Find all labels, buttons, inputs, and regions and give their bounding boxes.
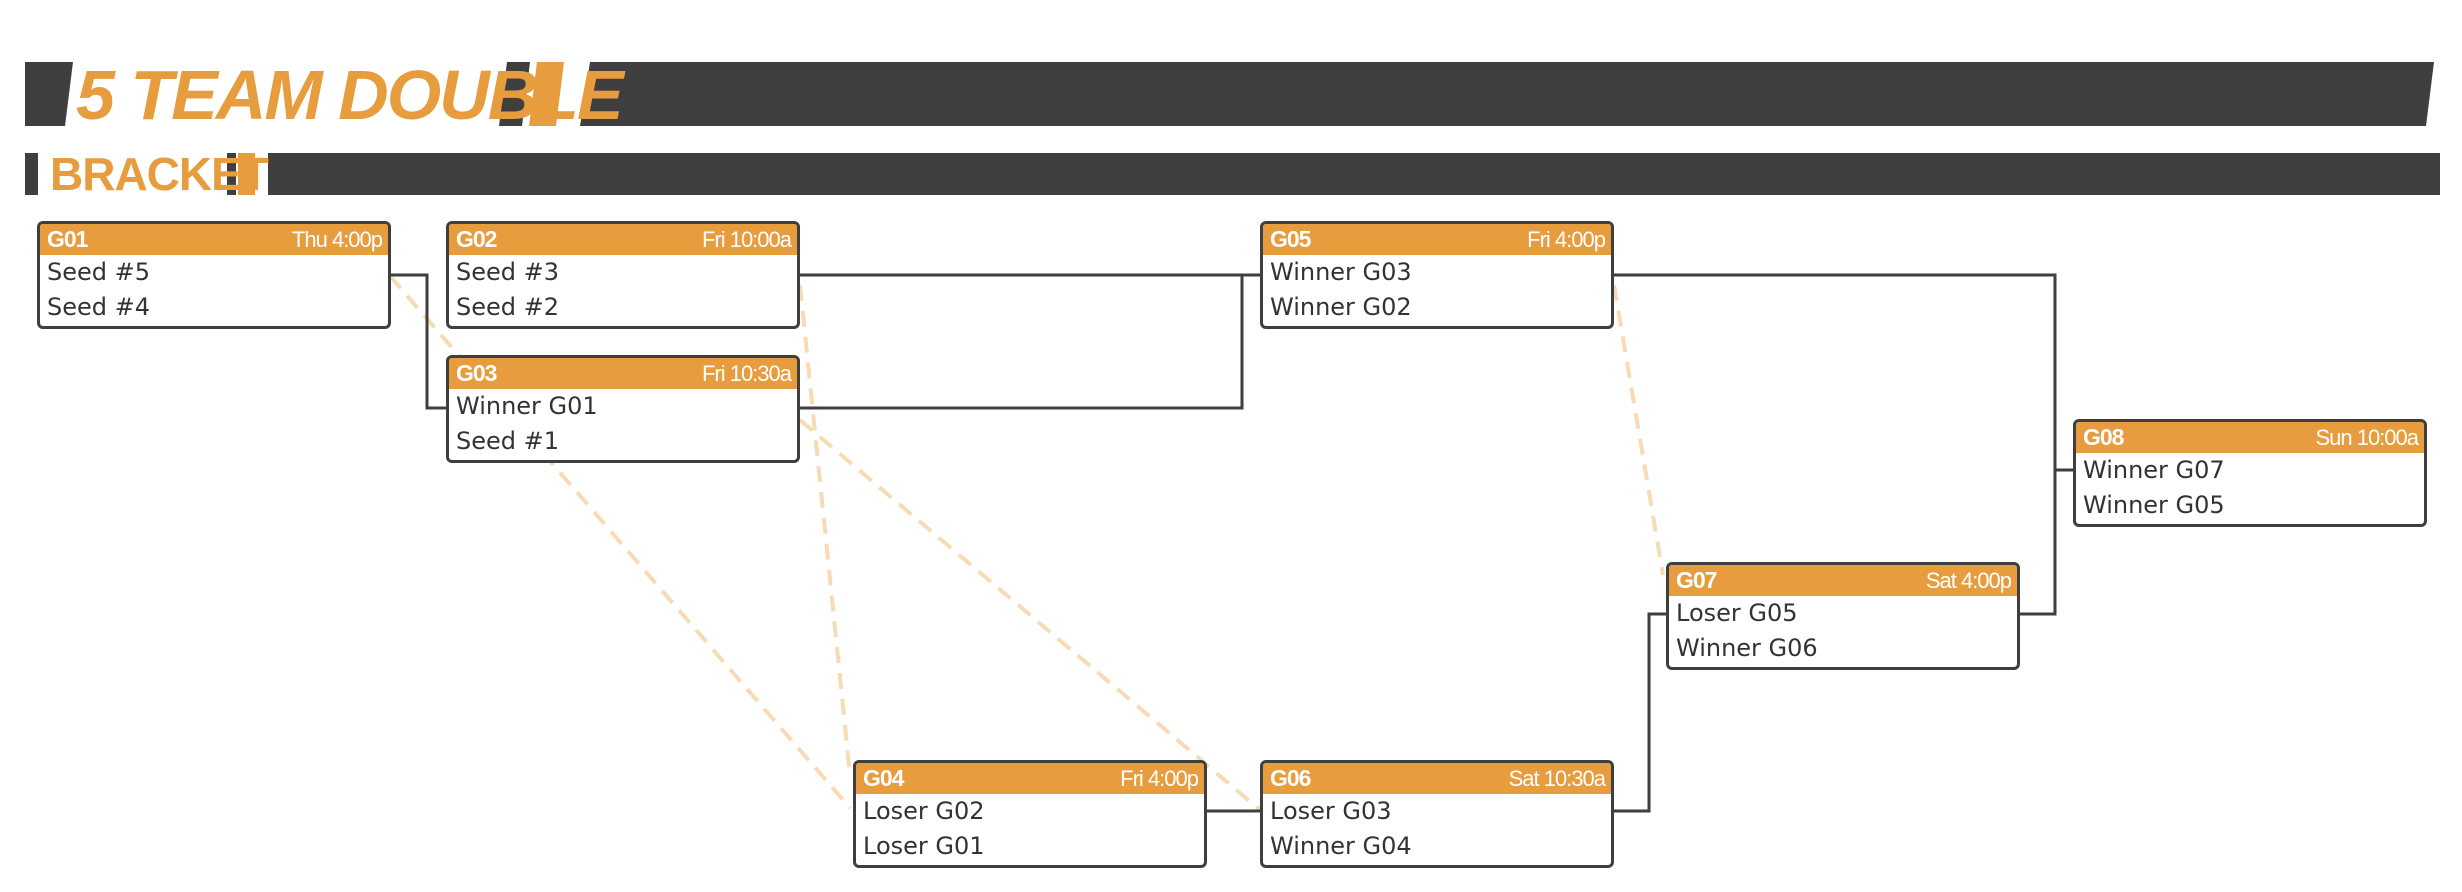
team-slot-top: Winner G03 [1270, 258, 1412, 286]
team-slot-bottom: Loser G01 [863, 832, 985, 860]
game-time: Thu 4:00p [291, 227, 383, 252]
team-slot-bottom: Winner G06 [1676, 634, 1818, 662]
title-banner-left-tab [25, 62, 73, 126]
team-slot-bottom: Seed #4 [47, 293, 151, 321]
team-slot-top: Winner G01 [456, 392, 598, 420]
game-card-g06: G06 Sat 10:30a Loser G03 Winner G04 [1260, 760, 1614, 868]
game-card-g04: G04 Fri 4:00p Loser G02 Loser G01 [853, 760, 1207, 868]
title-banner-accent-stripe [529, 62, 564, 126]
team-slot-bottom: Winner G04 [1270, 832, 1412, 860]
game-time: Fri 4:00p [1527, 227, 1606, 252]
line-g01-to-g03 [390, 273, 446, 410]
team-slot-top: Loser G02 [863, 797, 985, 825]
game-card-g08: G08 Sun 10:00a Winner G07 Winner G05 [2073, 419, 2427, 527]
team-slot-bottom: Seed #1 [456, 427, 560, 455]
game-header: G06 Sat 10:30a [1263, 763, 1611, 794]
game-time: Fri 10:30a [701, 361, 792, 386]
team-slot-bottom: Seed #2 [456, 293, 560, 321]
game-time: Fri 10:00a [701, 227, 792, 252]
game-id: G04 [863, 765, 904, 791]
sub-banner-dark-stripe [227, 153, 236, 195]
game-header: G08 Sun 10:00a [2076, 422, 2424, 453]
team-slot-top: Loser G03 [1270, 797, 1392, 825]
game-card-g03: G03 Fri 10:30a Winner G01 Seed #1 [446, 355, 800, 463]
game-time: Fri 4:00p [1120, 766, 1199, 791]
team-slot-bottom: Winner G05 [2083, 491, 2225, 519]
game-time: Sun 10:00a [2315, 425, 2419, 450]
loser-line-g02-to-g04 [798, 284, 852, 776]
line-g05-to-g08 [1614, 273, 2075, 472]
bracket-title: 5 TEAM DOUBLE [76, 56, 624, 134]
title-banner-dark-stripe [499, 62, 530, 126]
game-header: G02 Fri 10:00a [449, 224, 797, 255]
game-time: Sat 10:30a [1508, 766, 1606, 791]
game-id: G03 [456, 360, 497, 386]
game-card-g07: G07 Sat 4:00p Loser G05 Winner G06 [1666, 562, 2020, 670]
team-slot-top: Loser G05 [1676, 599, 1798, 627]
game-id: G08 [2083, 424, 2124, 450]
game-header: G05 Fri 4:00p [1263, 224, 1611, 255]
game-card-g02: G02 Fri 10:00a Seed #3 Seed #2 [446, 221, 800, 329]
game-id: G07 [1676, 567, 1717, 593]
game-card-g05: G05 Fri 4:00p Winner G03 Winner G02 [1260, 221, 1614, 329]
game-header: G04 Fri 4:00p [856, 763, 1204, 794]
title-banner-bar [580, 62, 2434, 126]
team-slot-top: Seed #3 [456, 258, 560, 286]
game-id: G06 [1270, 765, 1311, 791]
team-slot-top: Seed #5 [47, 258, 151, 286]
line-g06-to-g07 [1614, 612, 1666, 813]
team-slot-bottom: Winner G02 [1270, 293, 1412, 321]
game-card-g01: G01 Thu 4:00p Seed #5 Seed #4 [37, 221, 391, 329]
game-header: G03 Fri 10:30a [449, 358, 797, 389]
bracket-subtitle: BRACKET [50, 148, 269, 200]
loser-line-g03-to-g06 [798, 418, 1262, 812]
line-g07-to-g08 [2020, 470, 2057, 616]
loser-line-g05-to-g07 [1612, 284, 1665, 576]
game-id: G02 [456, 226, 497, 252]
game-time: Sat 4:00p [1925, 568, 2012, 593]
game-id: G05 [1270, 226, 1311, 252]
game-id: G01 [47, 226, 88, 252]
sub-banner-bar [268, 153, 2440, 195]
line-g03-to-g05 [800, 275, 1244, 410]
sub-banner-left-tab [25, 153, 38, 195]
winner-lines [390, 273, 2075, 813]
game-header: G01 Thu 4:00p [40, 224, 388, 255]
sub-banner-accent-stripe [238, 153, 255, 195]
team-slot-top: Winner G07 [2083, 456, 2225, 484]
game-header: G07 Sat 4:00p [1669, 565, 2017, 596]
